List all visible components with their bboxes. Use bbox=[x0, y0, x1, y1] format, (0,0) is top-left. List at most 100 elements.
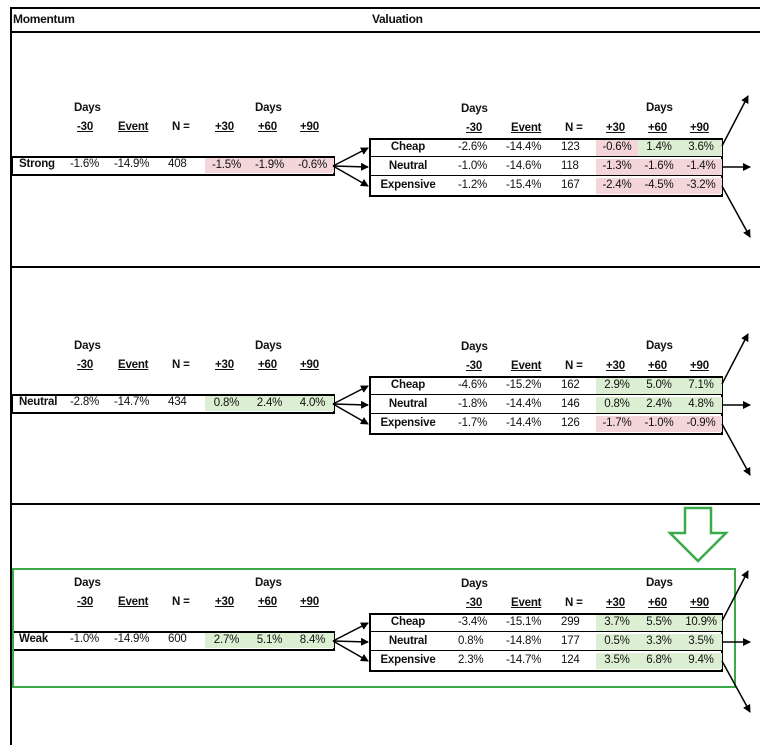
value-p30: -1.3% bbox=[596, 159, 638, 175]
value-p60: 5.0% bbox=[638, 378, 680, 394]
col-event: Event bbox=[511, 360, 542, 372]
col-event: Event bbox=[118, 359, 149, 371]
value-n: 126 bbox=[561, 417, 580, 429]
col-n: N = bbox=[172, 359, 190, 371]
value-m30: -2.6% bbox=[458, 141, 488, 153]
outgoing-arrow bbox=[721, 333, 749, 385]
days-label: Days bbox=[461, 341, 488, 353]
col-p60: +60 bbox=[648, 122, 667, 134]
days-label: Days bbox=[74, 340, 101, 352]
days-label: Days bbox=[461, 578, 488, 590]
value-m30: -1.0% bbox=[458, 160, 488, 172]
col-p30: +30 bbox=[606, 122, 625, 134]
days-label: Days bbox=[74, 577, 101, 589]
valuation-label: Expensive bbox=[380, 179, 436, 191]
col-p90: +90 bbox=[300, 359, 319, 371]
value-event: -14.7% bbox=[506, 654, 542, 666]
value-p60: 3.3% bbox=[638, 634, 680, 650]
value-p30: 0.5% bbox=[596, 634, 638, 650]
valuation-label: Neutral bbox=[388, 160, 428, 172]
valuation-label: Cheap bbox=[390, 379, 426, 391]
days-label: Days bbox=[461, 103, 488, 115]
branch-arrow bbox=[332, 147, 369, 167]
valuation-label: Cheap bbox=[390, 616, 426, 628]
value-p30: -2.4% bbox=[596, 178, 638, 194]
value-m30: 0.8% bbox=[458, 635, 484, 647]
section-divider bbox=[10, 503, 760, 505]
value-p60: 5.5% bbox=[638, 615, 680, 631]
value-p60: -4.5% bbox=[638, 178, 680, 194]
col-p60: +60 bbox=[648, 597, 667, 609]
value-m30: -1.0% bbox=[70, 633, 100, 645]
col-p60: +60 bbox=[258, 596, 277, 608]
value-p90: -3.2% bbox=[680, 178, 722, 194]
value-p60: 5.1% bbox=[248, 633, 291, 648]
value-p90: 7.1% bbox=[680, 378, 722, 394]
value-event: -14.6% bbox=[506, 160, 542, 172]
col-p60: +60 bbox=[648, 360, 667, 372]
col-m30: -30 bbox=[466, 122, 483, 134]
value-p30: 3.7% bbox=[596, 615, 638, 631]
valuation-label: Cheap bbox=[390, 141, 426, 153]
value-p30: -1.7% bbox=[596, 416, 638, 432]
value-p90: -1.4% bbox=[680, 159, 722, 175]
col-p30: +30 bbox=[606, 360, 625, 372]
col-p60: +60 bbox=[258, 121, 277, 133]
value-p30: 2.9% bbox=[596, 378, 638, 394]
value-p90: 3.5% bbox=[680, 634, 722, 650]
branch-arrow bbox=[332, 162, 369, 171]
col-event: Event bbox=[118, 596, 149, 608]
value-p30: -0.6% bbox=[596, 140, 638, 156]
value-n: 123 bbox=[561, 141, 580, 153]
value-p90: 10.9% bbox=[680, 615, 722, 631]
value-p60: 6.8% bbox=[638, 653, 680, 669]
value-n: 600 bbox=[168, 633, 187, 645]
value-p30: 0.8% bbox=[596, 397, 638, 413]
value-event: -14.4% bbox=[506, 417, 542, 429]
days-label: Days bbox=[255, 340, 282, 352]
value-p90: 4.0% bbox=[291, 396, 334, 411]
value-n: 162 bbox=[561, 379, 580, 391]
row-divider bbox=[369, 175, 723, 176]
value-m30: -1.7% bbox=[458, 417, 488, 429]
branch-arrow bbox=[332, 165, 369, 187]
col-p30: +30 bbox=[606, 597, 625, 609]
col-n: N = bbox=[565, 597, 583, 609]
left-border bbox=[10, 7, 12, 745]
col-m30: -30 bbox=[77, 359, 94, 371]
row-divider bbox=[369, 394, 723, 395]
row-divider bbox=[369, 413, 723, 414]
highlight-arrow-icon bbox=[666, 506, 730, 563]
value-event: -14.4% bbox=[506, 398, 542, 410]
value-p60: 1.4% bbox=[638, 140, 680, 156]
col-p30: +30 bbox=[215, 596, 234, 608]
col-p60: +60 bbox=[258, 359, 277, 371]
row-divider bbox=[369, 156, 723, 157]
value-n: 118 bbox=[561, 160, 579, 172]
valuation-label: Neutral bbox=[388, 398, 428, 410]
value-n: 124 bbox=[561, 654, 580, 666]
days-label: Days bbox=[646, 340, 673, 352]
row-divider bbox=[369, 631, 723, 632]
outgoing-arrow bbox=[721, 95, 749, 147]
valuation-label: Neutral bbox=[388, 635, 428, 647]
value-event: -14.4% bbox=[506, 141, 542, 153]
branch-arrow bbox=[332, 403, 369, 425]
section-divider bbox=[10, 266, 760, 268]
col-m30: -30 bbox=[466, 597, 483, 609]
col-m30: -30 bbox=[77, 596, 94, 608]
value-m30: -3.4% bbox=[458, 616, 488, 628]
col-p90: +90 bbox=[690, 360, 709, 372]
momentum-label: Neutral bbox=[19, 396, 58, 408]
col-event: Event bbox=[511, 122, 542, 134]
days-label: Days bbox=[646, 577, 673, 589]
value-event: -15.4% bbox=[506, 179, 542, 191]
value-p90: 3.6% bbox=[680, 140, 722, 156]
col-p90: +90 bbox=[300, 596, 319, 608]
value-p60: -1.6% bbox=[638, 159, 680, 175]
valuation-label: Expensive bbox=[380, 417, 436, 429]
value-event: -15.1% bbox=[506, 616, 542, 628]
value-p30: 0.8% bbox=[205, 396, 248, 411]
value-n: 299 bbox=[561, 616, 580, 628]
momentum-label: Weak bbox=[19, 633, 49, 645]
